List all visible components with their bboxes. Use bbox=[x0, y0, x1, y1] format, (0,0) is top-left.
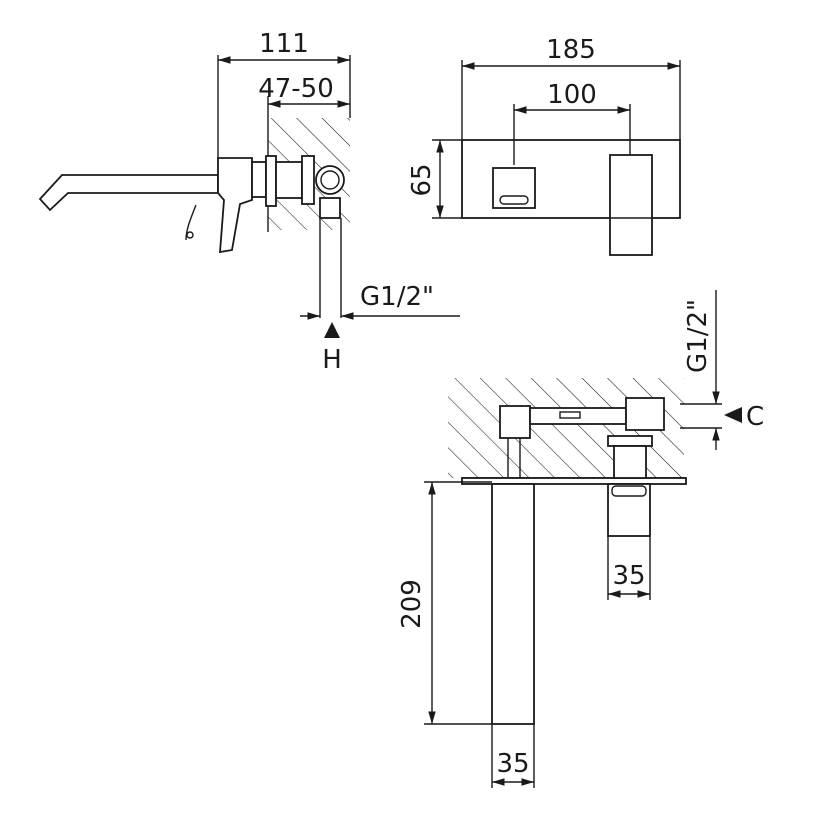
marker-h: H bbox=[322, 345, 342, 375]
top-handle bbox=[607, 483, 651, 537]
dim-185: 185 bbox=[546, 35, 596, 65]
side-valve bbox=[315, 165, 345, 195]
side-view: 111 47-50 G1/2" H bbox=[38, 29, 460, 375]
marker-h-arrow bbox=[324, 322, 340, 338]
dim-209: 209 bbox=[397, 579, 427, 629]
top-thread-label: G1/2" bbox=[683, 299, 713, 373]
side-thread-label: G1/2" bbox=[360, 282, 434, 312]
side-spout bbox=[38, 174, 219, 212]
side-body bbox=[217, 157, 253, 254]
front-spout bbox=[609, 154, 653, 256]
front-view: 185 100 65 bbox=[407, 35, 681, 256]
marker-c: C bbox=[746, 402, 764, 432]
marker-c-arrow bbox=[724, 407, 742, 423]
dim-111: 111 bbox=[259, 29, 309, 59]
top-spout bbox=[491, 483, 535, 725]
dim-35-spout: 35 bbox=[496, 749, 529, 779]
dim-100: 100 bbox=[547, 80, 597, 110]
dim-35-handle: 35 bbox=[612, 561, 645, 591]
dim-65: 65 bbox=[407, 163, 437, 196]
front-handle bbox=[492, 167, 536, 209]
top-view: G1/2" C 209 35 35 bbox=[397, 290, 764, 788]
dim-47-50: 47-50 bbox=[258, 74, 334, 104]
